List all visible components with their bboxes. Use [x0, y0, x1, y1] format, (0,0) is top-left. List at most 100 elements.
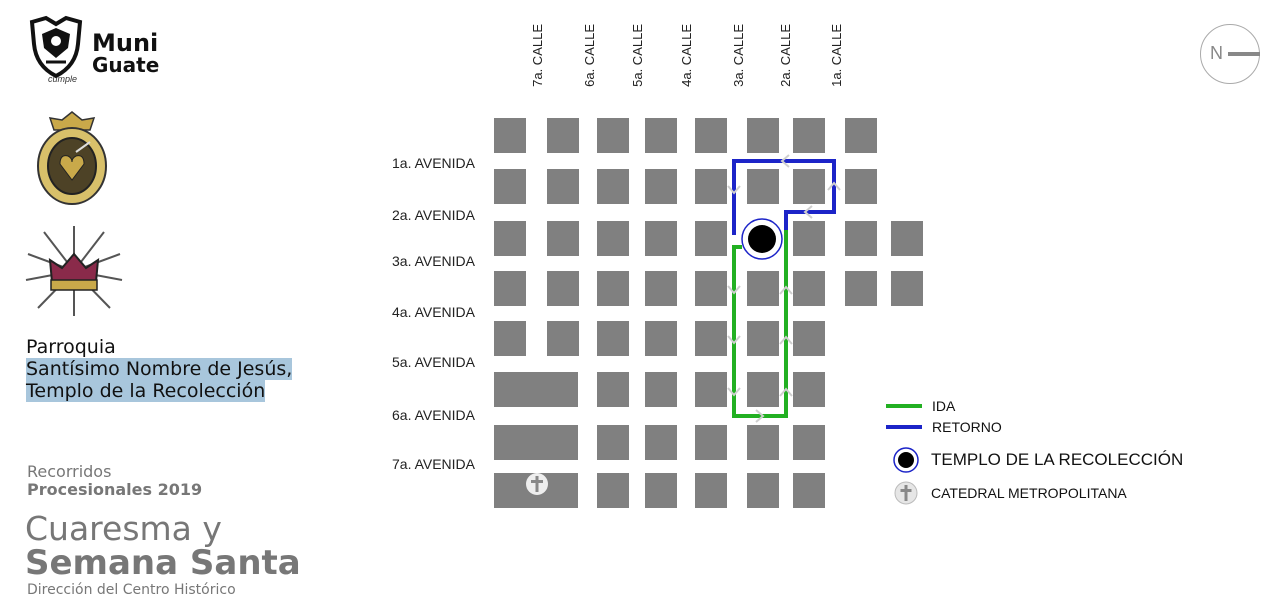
logo-line1: Muni [92, 29, 159, 57]
crown-rays-icon [25, 226, 123, 316]
city-block [747, 271, 779, 306]
city-block [891, 221, 923, 256]
city-block [747, 169, 779, 204]
city-block [695, 271, 727, 306]
city-block [747, 372, 779, 407]
legend-retorno: RETORNO [886, 419, 1002, 435]
city-block [494, 372, 578, 407]
avenida-label: 7a. AVENIDA [392, 456, 476, 472]
procesionales-label: Procesionales 2019 [27, 480, 203, 499]
avenida-label: 1a. AVENIDA [392, 155, 476, 171]
ida-line-icon [886, 404, 922, 408]
route-arrow [727, 387, 741, 397]
cathedral-cross-icon [535, 476, 539, 492]
city-block [695, 169, 727, 204]
city-block [793, 473, 825, 508]
avenida-label: 5a. AVENIDA [392, 354, 476, 370]
city-block [494, 118, 526, 153]
routes [732, 159, 836, 418]
city-block [597, 372, 629, 407]
heart-shield-emblem [32, 108, 112, 208]
city-block [494, 425, 578, 460]
avenida-label: 4a. AVENIDA [392, 304, 476, 320]
city-blocks [494, 118, 923, 508]
city-block [597, 321, 629, 356]
city-block [645, 169, 677, 204]
city-block [597, 271, 629, 306]
legend-templo-label: TEMPLO DE LA RECOLECCIÓN [931, 450, 1184, 469]
city-block [695, 321, 727, 356]
city-block [494, 221, 526, 256]
city-block [845, 221, 877, 256]
city-block [597, 118, 629, 153]
route-arrow [780, 154, 790, 168]
avenida-label: 6a. AVENIDA [392, 407, 476, 423]
city-block [494, 271, 526, 306]
direccion-label: Dirección del Centro Histórico [27, 582, 236, 598]
crown-emblem [24, 224, 124, 318]
city-block [845, 169, 877, 204]
city-block [695, 473, 727, 508]
city-block [547, 169, 579, 204]
parish-line2: Santísimo Nombre de Jesús, [26, 358, 293, 380]
city-block [547, 221, 579, 256]
retorno-route [732, 159, 836, 235]
compass-label: N [1210, 43, 1223, 63]
city-block [747, 473, 779, 508]
recorridos-label: Recorridos [27, 462, 112, 481]
city-block [845, 271, 877, 306]
city-block [793, 118, 825, 153]
city-block [494, 321, 526, 356]
city-block [645, 271, 677, 306]
city-block [793, 221, 825, 256]
city-block [645, 473, 677, 508]
city-block [793, 372, 825, 407]
legend-ida-label: IDA [932, 398, 956, 414]
city-block [597, 473, 629, 508]
city-block [547, 118, 579, 153]
city-block [547, 321, 579, 356]
city-block [597, 169, 629, 204]
city-block [645, 118, 677, 153]
city-block [695, 118, 727, 153]
route-arrows [727, 154, 841, 423]
ida-route [732, 230, 788, 418]
city-block [845, 118, 877, 153]
legend-catedral: CATEDRAL METROPOLITANA [893, 480, 1127, 506]
city-block [891, 271, 923, 306]
route-arrow [779, 387, 793, 397]
city-block [695, 221, 727, 256]
city-block [645, 321, 677, 356]
logo-tagline: cumple [48, 74, 78, 84]
city-block [645, 372, 677, 407]
legend-retorno-label: RETORNO [932, 419, 1002, 435]
logo-line2: Guate [92, 53, 160, 77]
route-arrow [727, 335, 741, 345]
city-block [793, 169, 825, 204]
compass-arrow-icon [1228, 52, 1260, 56]
city-block [597, 425, 629, 460]
cathedral-cross-icon [531, 480, 543, 483]
parish-line3: Templo de la Recolección [26, 380, 266, 402]
city-block [793, 271, 825, 306]
legend-templo: TEMPLO DE LA RECOLECCIÓN [893, 447, 1183, 473]
semana-santa-label: Semana Santa [25, 543, 301, 583]
city-block [695, 425, 727, 460]
temple-marker-icon [893, 447, 919, 473]
north-compass: N [1200, 24, 1260, 84]
route-arrow [827, 181, 841, 191]
city-block [747, 425, 779, 460]
avenida-label: 2a. AVENIDA [392, 207, 476, 223]
legend-ida: IDA [886, 398, 955, 414]
map-markers [526, 218, 783, 495]
route-arrow [779, 285, 793, 295]
city-block [695, 372, 727, 407]
city-block [793, 321, 825, 356]
muniguate-logo: Muni Guate cumple [26, 14, 176, 90]
route-arrow [755, 409, 765, 423]
city-block [645, 425, 677, 460]
city-block [793, 425, 825, 460]
retorno-line-icon [886, 425, 922, 429]
route-arrow [727, 285, 741, 295]
